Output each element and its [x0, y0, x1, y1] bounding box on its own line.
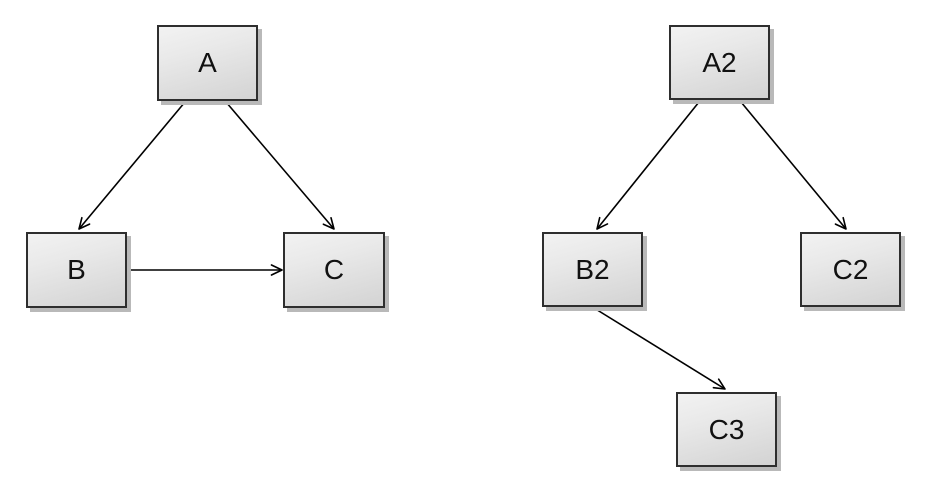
graph-node-label: C2	[832, 253, 869, 285]
graph-node-label: B2	[575, 253, 610, 285]
graph-edge-A-B[interactable]	[78, 101, 186, 230]
graph-node-label: A2	[702, 46, 737, 78]
graph-node-A2[interactable]: A2	[669, 25, 770, 100]
graph-node-C2[interactable]: C2	[800, 232, 901, 307]
graph-node-B2[interactable]: B2	[542, 232, 643, 307]
graph-edge-A-C[interactable]	[225, 101, 335, 230]
graph-node-C3[interactable]: C3	[676, 392, 777, 467]
graph-edge-A2-B2[interactable]	[596, 101, 700, 230]
graph-node-label: A	[198, 47, 217, 78]
graph-edge-A2-C2[interactable]	[740, 101, 847, 230]
graph-node-B[interactable]: B	[26, 232, 127, 308]
graph-node-A[interactable]: A	[157, 25, 258, 101]
graph-node-C[interactable]: C	[283, 232, 385, 308]
graph-node-label: C	[323, 254, 345, 285]
graph-node-label: C3	[708, 413, 745, 445]
graph-node-label: B	[67, 254, 86, 285]
graph-edge-B2-C3[interactable]	[593, 307, 726, 390]
